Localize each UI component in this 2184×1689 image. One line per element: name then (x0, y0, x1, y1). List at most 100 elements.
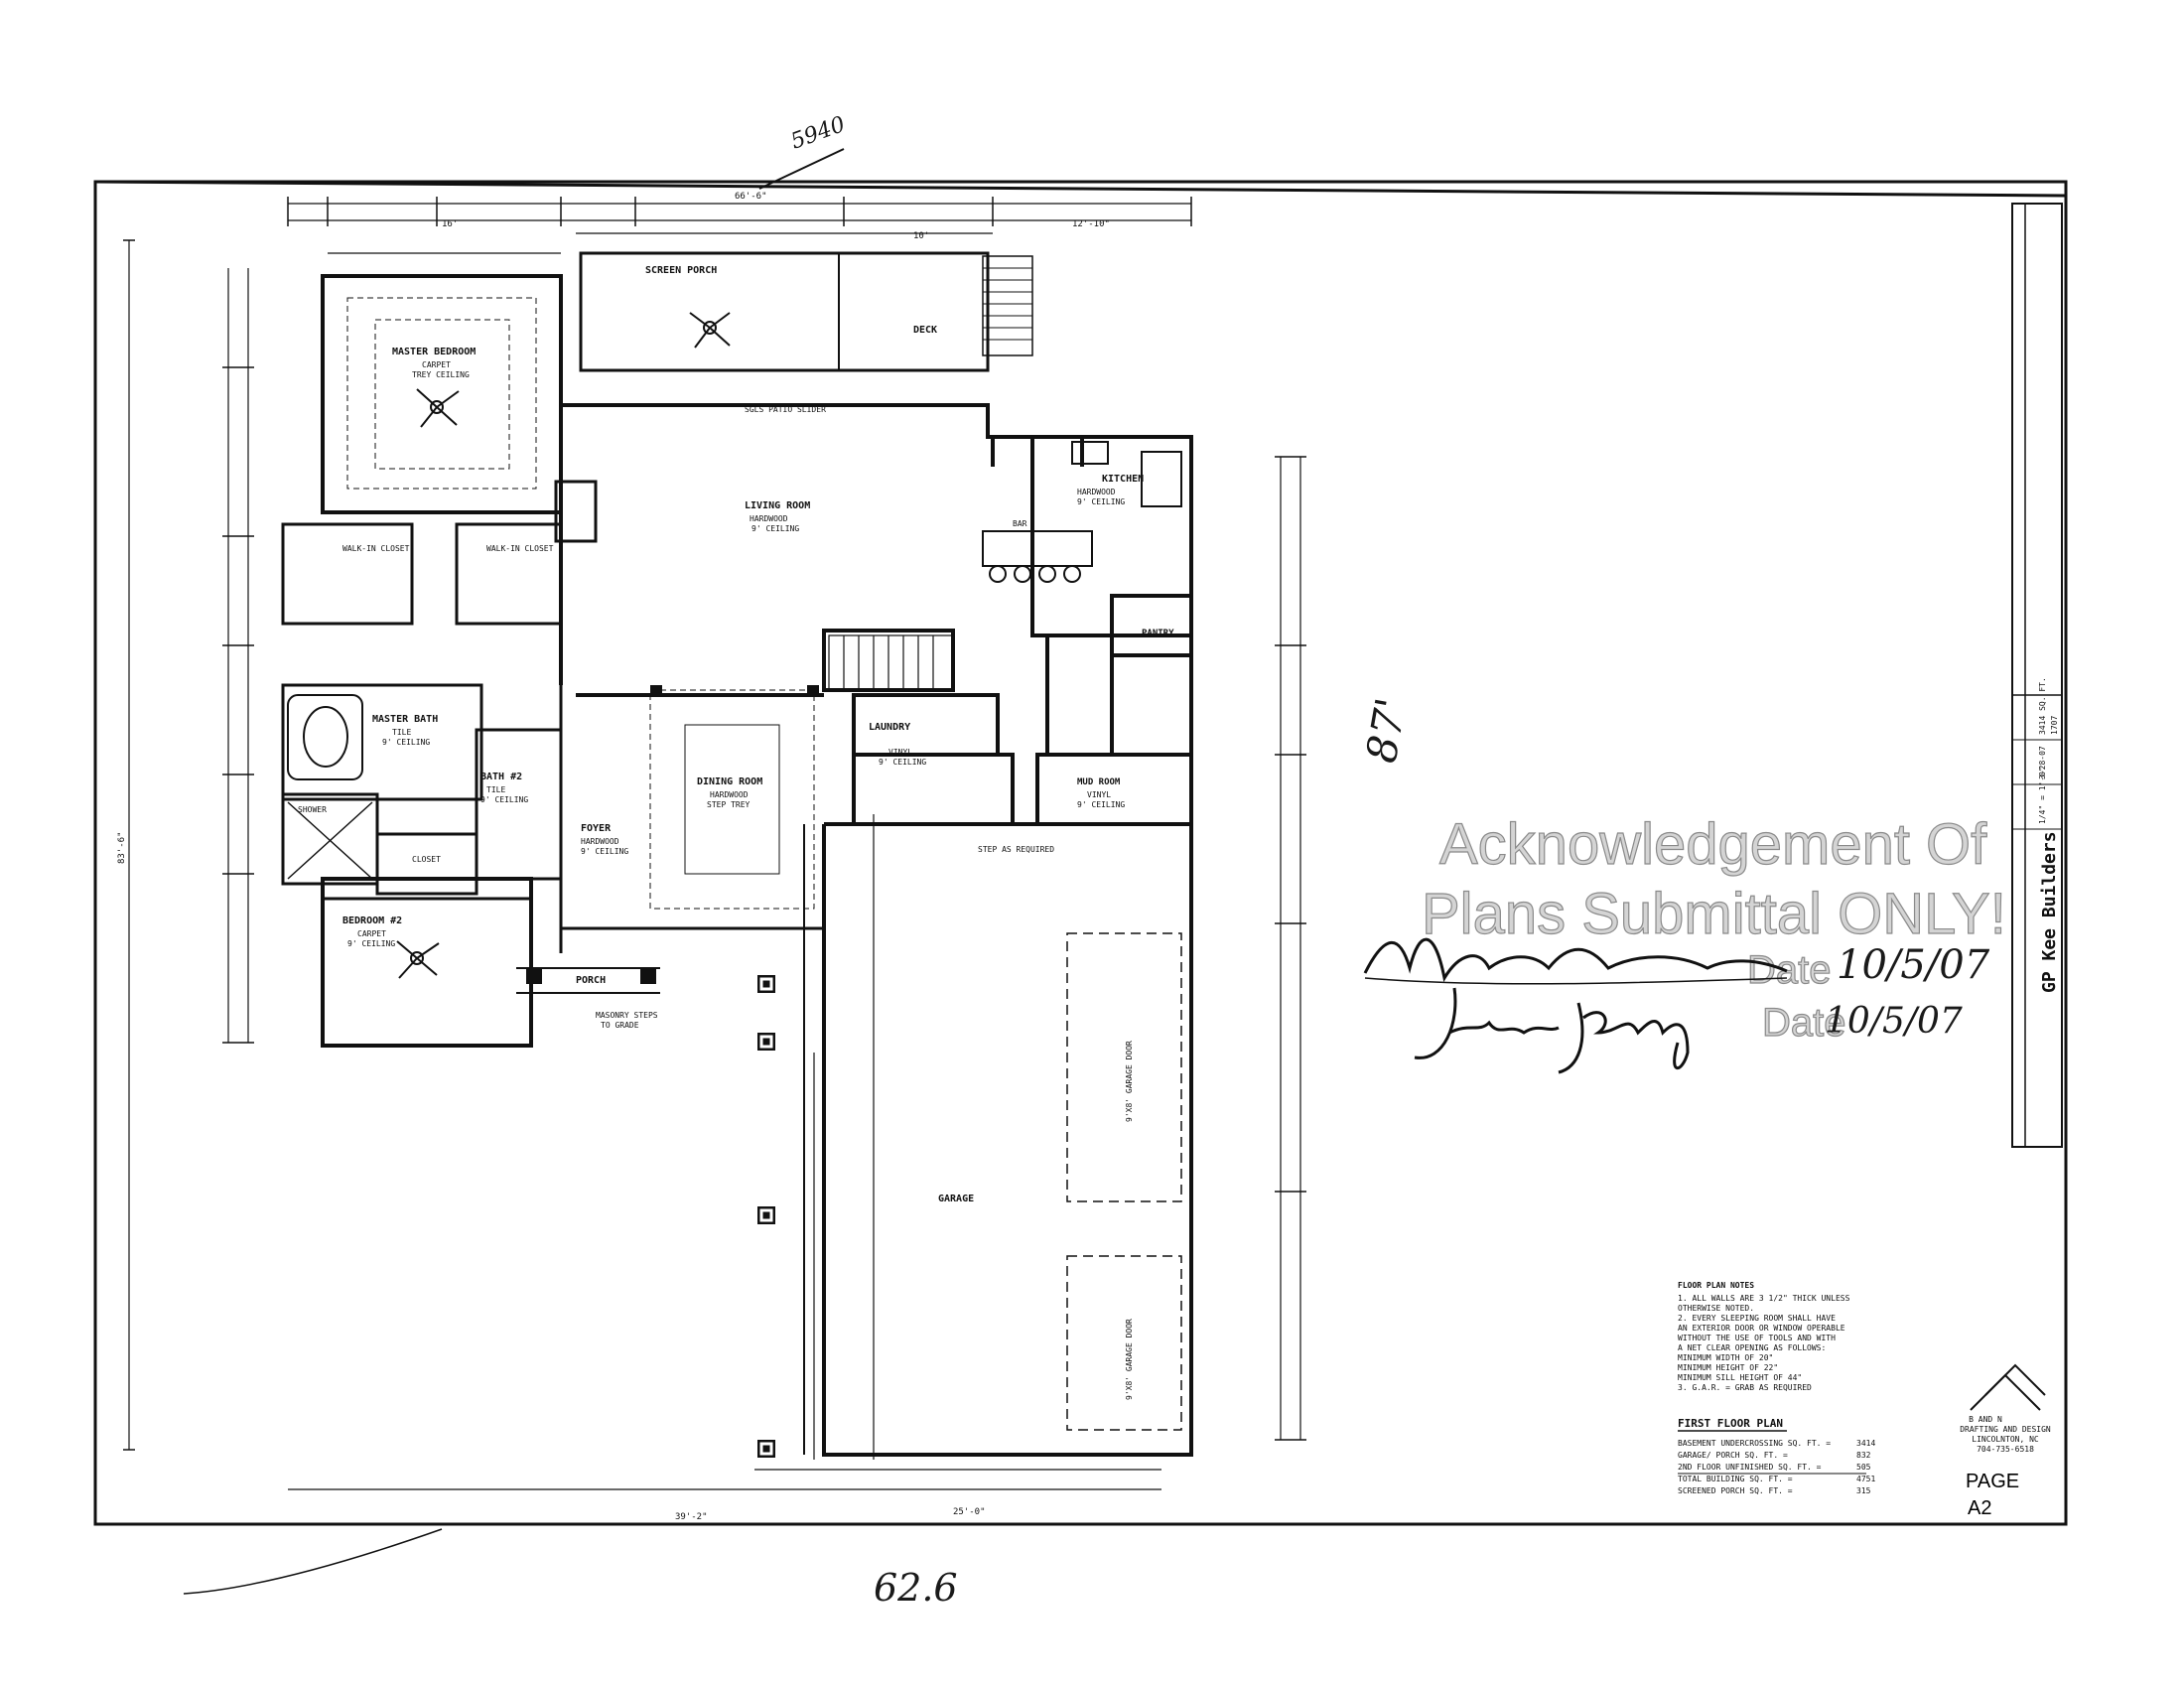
screen-porch-outline (579, 251, 1033, 372)
svg-text:3414: 3414 (1856, 1439, 1875, 1448)
garage-walls (803, 822, 1193, 1457)
svg-text:FLOOR PLAN NOTES: FLOOR PLAN NOTES (1678, 1281, 1754, 1290)
svg-text:Date: Date (1762, 1001, 1846, 1045)
room-labels: SCREEN PORCH DECK MASTER BEDROOM CARPET … (298, 265, 1174, 1400)
floor-plan-notes: FLOOR PLAN NOTES 1. ALL WALLS ARE 3 1/2"… (1678, 1281, 1850, 1392)
svg-text:9'X8' GARAGE DOOR: 9'X8' GARAGE DOOR (1125, 1041, 1134, 1122)
svg-text:2. EVERY SLEEPING ROOM SHALL H: 2. EVERY SLEEPING ROOM SHALL HAVE (1678, 1314, 1836, 1323)
handwritten-notes: 5940 10/5/07 10/5/07 87' 62.6 (183, 112, 1990, 1610)
svg-text:SHOWER: SHOWER (298, 805, 327, 814)
svg-text:CARPET: CARPET (422, 360, 451, 369)
svg-text:Plans Submittal ONLY!: Plans Submittal ONLY! (1422, 882, 2006, 946)
svg-text:VINYL: VINYL (1087, 790, 1111, 799)
svg-text:704-735-6518: 704-735-6518 (1977, 1445, 2034, 1454)
svg-text:12'-10": 12'-10" (1072, 219, 1110, 229)
svg-text:832: 832 (1856, 1451, 1871, 1460)
svg-text:HARDWOOD: HARDWOOD (1077, 488, 1116, 496)
room-laundry: LAUNDRY (869, 722, 910, 733)
svg-text:CARPET: CARPET (357, 929, 386, 938)
svg-text:4751: 4751 (1856, 1475, 1875, 1483)
svg-text:STEP TREY: STEP TREY (707, 800, 751, 809)
room-foyer: FOYER (581, 823, 612, 834)
svg-text:1707: 1707 (2050, 716, 2059, 735)
svg-text:WALK-IN CLOSET: WALK-IN CLOSET (342, 544, 410, 553)
svg-text:62.6: 62.6 (874, 1566, 958, 1610)
svg-text:10/5/07: 10/5/07 (1825, 1001, 1963, 1042)
svg-text:TILE: TILE (486, 785, 505, 794)
dimension-labels: 66'-6" 16' 10' 12'-10" 39'-2" 25'-0" 83'… (117, 192, 1110, 1522)
svg-text:MINIMUM WIDTH OF 20": MINIMUM WIDTH OF 20" (1678, 1353, 1773, 1362)
svg-text:TOTAL BUILDING SQ. FT. =: TOTAL BUILDING SQ. FT. = (1678, 1475, 1793, 1483)
sheet-border (93, 180, 2068, 1526)
room-master-bath: MASTER BATH (372, 714, 438, 725)
room-dining-room: DINING ROOM (697, 776, 762, 787)
svg-text:Date: Date (1747, 948, 1832, 992)
svg-text:WITHOUT THE USE OF TOOLS AND W: WITHOUT THE USE OF TOOLS AND WITH (1678, 1334, 1836, 1342)
svg-text:TREY CEILING: TREY CEILING (412, 370, 470, 379)
svg-text:16': 16' (442, 219, 458, 229)
svg-text:FIRST FLOOR PLAN: FIRST FLOOR PLAN (1678, 1417, 1783, 1430)
svg-text:83'-6": 83'-6" (117, 831, 127, 864)
page-label: PAGE A2 (1966, 1471, 2019, 1519)
svg-text:CLOSET: CLOSET (412, 855, 441, 864)
room-garage: GARAGE (938, 1194, 974, 1204)
svg-text:A NET CLEAR OPENING AS FOLLOWS: A NET CLEAR OPENING AS FOLLOWS: (1678, 1343, 1826, 1352)
porch-columns (526, 685, 819, 1458)
svg-text:9' CEILING: 9' CEILING (879, 758, 926, 767)
svg-text:A2: A2 (1968, 1497, 1991, 1519)
designer-logo (1970, 1363, 2046, 1411)
svg-text:AN EXTERIOR DOOR OR WINDOW OPE: AN EXTERIOR DOOR OR WINDOW OPERABLE (1678, 1324, 1845, 1333)
svg-text:VINYL: VINYL (888, 748, 912, 757)
svg-text:MASONRY STEPS: MASONRY STEPS (596, 1011, 658, 1020)
kitchen-island (982, 441, 1182, 583)
svg-text:9' CEILING: 9' CEILING (347, 939, 395, 948)
designer-info: B AND N DRAFTING AND DESIGN LINCOLNTON, … (1960, 1415, 2051, 1454)
svg-text:Acknowledgement Of: Acknowledgement Of (1439, 812, 1987, 877)
room-bedroom-2: BEDROOM #2 (342, 915, 402, 926)
svg-text:2ND FLOOR UNFINISHED SQ. FT. =: 2ND FLOOR UNFINISHED SQ. FT. = (1678, 1463, 1822, 1472)
master-suite-walls (281, 480, 598, 1048)
svg-text:GARAGE/ PORCH SQ. FT. =: GARAGE/ PORCH SQ. FT. = (1678, 1451, 1788, 1460)
dining-room-walls (649, 689, 815, 910)
deck-stairs (983, 267, 1032, 341)
svg-text:9'X8' GARAGE DOOR: 9'X8' GARAGE DOOR (1125, 1319, 1134, 1400)
svg-text:3414 SQ. FT.: 3414 SQ. FT. (2038, 677, 2047, 735)
room-pantry: PANTRY (1142, 629, 1174, 638)
svg-text:9' CEILING: 9' CEILING (1077, 800, 1125, 809)
svg-text:PAGE: PAGE (1966, 1471, 2019, 1492)
signature-1 (1363, 937, 1788, 985)
svg-text:10': 10' (913, 231, 929, 241)
room-master-bedroom: MASTER BEDROOM (392, 347, 476, 357)
svg-text:WALK-IN CLOSET: WALK-IN CLOSET (486, 544, 554, 553)
svg-text:9' CEILING: 9' CEILING (751, 524, 799, 533)
acknowledgement-stamp: Acknowledgement Of Plans Submittal ONLY!… (1421, 811, 2006, 1045)
svg-text:1/4" = 1'-0": 1/4" = 1'-0" (2038, 767, 2047, 824)
svg-text:25'-0": 25'-0" (953, 1507, 986, 1517)
svg-text:TILE: TILE (392, 728, 411, 737)
svg-text:9' CEILING: 9' CEILING (581, 847, 628, 856)
svg-text:87': 87' (1357, 694, 1417, 767)
svg-text:39'-2": 39'-2" (675, 1512, 708, 1522)
svg-text:1. ALL WALLS ARE 3 1/2" THICK: 1. ALL WALLS ARE 3 1/2" THICK UNLESS (1678, 1294, 1850, 1303)
room-living-room: LIVING ROOM (745, 500, 810, 511)
svg-text:SCREENED PORCH SQ. FT. =: SCREENED PORCH SQ. FT. = (1678, 1486, 1793, 1495)
svg-text:HARDWOOD: HARDWOOD (750, 514, 788, 523)
builder-name: GP Kee Builders (2039, 831, 2060, 993)
svg-text:SGLS PATIO SLIDER: SGLS PATIO SLIDER (745, 405, 826, 414)
svg-text:505: 505 (1856, 1463, 1871, 1472)
svg-text:LINCOLNTON, NC: LINCOLNTON, NC (1972, 1435, 2039, 1444)
svg-text:3. G.A.R. = GRAB AS REQUIRED: 3. G.A.R. = GRAB AS REQUIRED (1678, 1383, 1812, 1392)
svg-text:HARDWOOD: HARDWOOD (710, 790, 749, 799)
svg-text:DRAFTING AND DESIGN: DRAFTING AND DESIGN (1960, 1425, 2051, 1434)
room-screen-porch: SCREEN PORCH (645, 265, 717, 276)
room-deck: DECK (913, 325, 937, 336)
svg-text:GP Kee Builders: GP Kee Builders (2039, 831, 2060, 993)
title-block (2011, 203, 2063, 1148)
main-walls (559, 403, 1193, 826)
bedroom-2-walls (321, 877, 533, 1048)
shower-icon (287, 801, 373, 880)
area-table: FIRST FLOOR PLAN BASEMENT UNDERCROSSING … (1678, 1417, 1875, 1495)
svg-text:OTHERWISE NOTED.: OTHERWISE NOTED. (1678, 1304, 1754, 1313)
svg-text:BAR: BAR (1013, 519, 1027, 528)
stair-icon (828, 634, 954, 691)
